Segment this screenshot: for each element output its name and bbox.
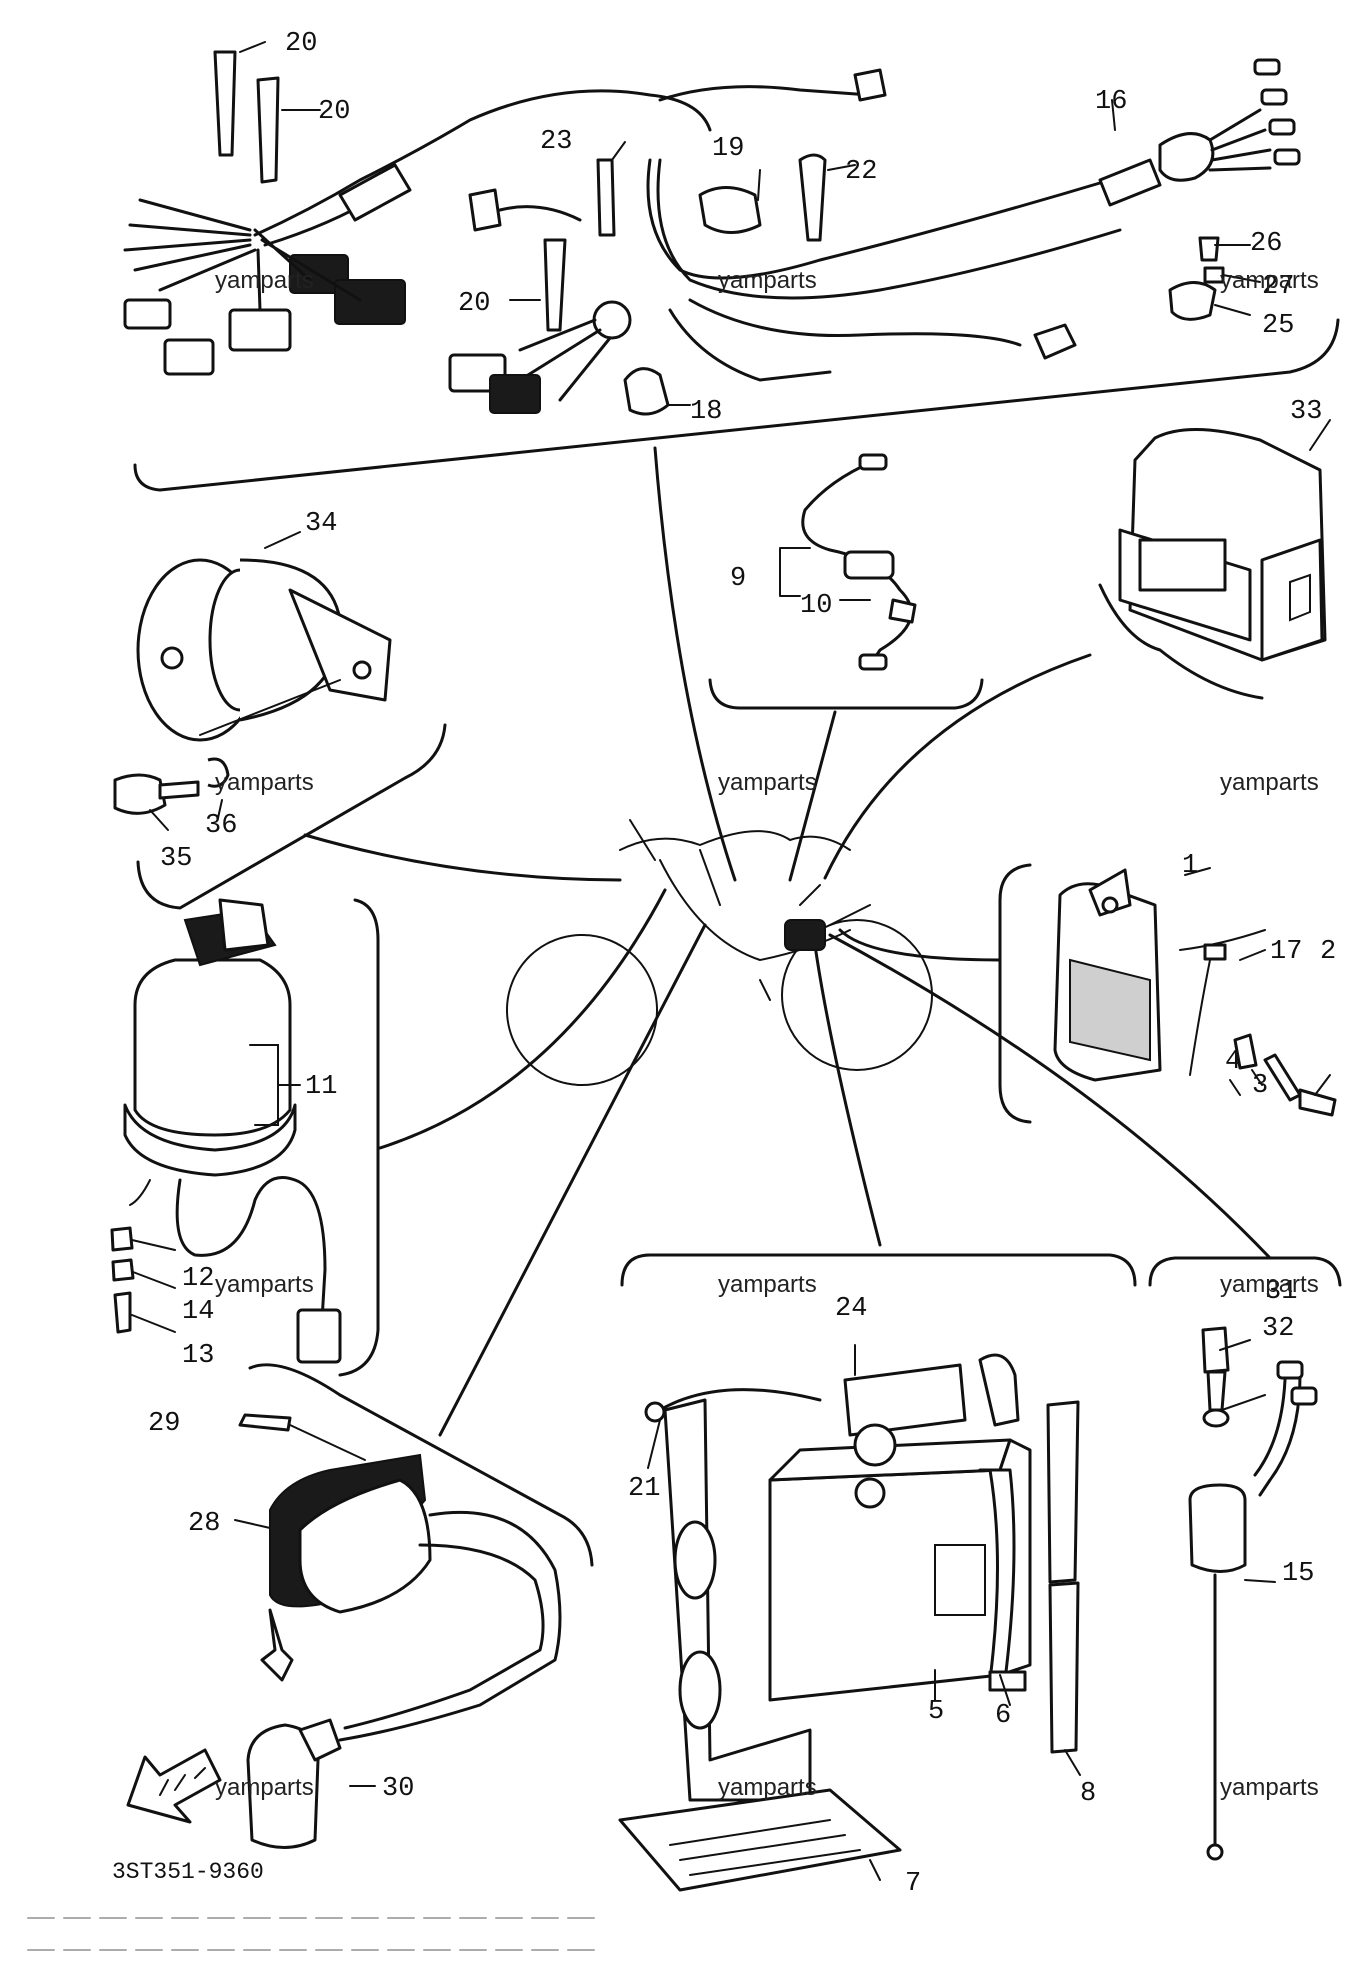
ignition-coil-assembly: [234, 1413, 562, 1849]
label-16: 16: [1095, 87, 1127, 117]
label-6: 6: [995, 1701, 1011, 1731]
watermark: yamparts: [215, 267, 314, 294]
forward-arrow-icon: [126, 1748, 222, 1824]
terminal-22: [798, 153, 827, 242]
igniter-assembly: [779, 453, 917, 671]
label-7: 7: [905, 1869, 921, 1899]
label-3: 3: [1252, 1071, 1268, 1101]
label-34: 34: [305, 509, 337, 539]
bolt-35: [113, 773, 167, 815]
label-19: 19: [712, 134, 744, 164]
watermark: yamparts: [215, 769, 314, 796]
label-13: 13: [182, 1341, 214, 1371]
terminal-20c: [543, 238, 567, 332]
clamp-19: [698, 186, 762, 234]
terminal-20a: [213, 50, 237, 157]
watermark: yamparts: [718, 769, 817, 796]
label-15: 15: [1282, 1559, 1314, 1589]
battery-assembly: [618, 1344, 1081, 1892]
bolt-26: [1198, 236, 1220, 262]
harness-sleeve: [338, 163, 412, 222]
switch-body-15: [1188, 1483, 1247, 1573]
watermark: yamparts: [1220, 267, 1319, 294]
scan-artifact: [27, 1917, 601, 1951]
clamp-18: [623, 367, 670, 416]
label-23: 23: [540, 127, 572, 157]
watermark: yamparts: [1220, 1271, 1319, 1298]
label-31: 31: [1265, 1277, 1297, 1307]
watermark: yamparts: [215, 1774, 314, 1801]
label-20a: 20: [285, 29, 317, 59]
battery-tray-7: [618, 1788, 902, 1892]
label-10: 10: [800, 591, 832, 621]
battery-5: [768, 1468, 1002, 1702]
label-22: 22: [845, 157, 877, 187]
watermark: yamparts: [215, 1271, 314, 1298]
main-switch-assembly: [110, 898, 342, 1364]
watermark: yamparts: [718, 1271, 817, 1298]
label-33: 33: [1290, 397, 1322, 427]
label-4: 4: [1225, 1047, 1241, 1077]
label-14: 14: [182, 1297, 214, 1327]
label-27: 27: [1262, 272, 1294, 302]
regulator-assembly: [1118, 419, 1331, 662]
group-brackets: [133, 318, 1342, 1567]
label-1: 1: [1182, 851, 1198, 881]
washer-36: [207, 757, 230, 788]
label-24: 24: [835, 1294, 867, 1324]
rectifier-assembly: [1053, 867, 1337, 1117]
label-29: 29: [148, 1409, 180, 1439]
tube-8b: [1048, 1581, 1080, 1754]
label-36: 36: [205, 811, 237, 841]
label-11: 11: [305, 1072, 337, 1102]
label-5: 5: [928, 1697, 944, 1727]
fuse-24: [843, 1363, 967, 1437]
label-9: 9: [730, 564, 746, 594]
label-21: 21: [628, 1474, 660, 1504]
neutral-switch-assembly: [1188, 1326, 1318, 1861]
label-18: 18: [690, 397, 722, 427]
label-35: 35: [160, 844, 192, 874]
label-26: 26: [1250, 229, 1282, 259]
watermark: yamparts: [1220, 769, 1319, 796]
label-17: 17: [1270, 937, 1302, 967]
watermark: yamparts: [718, 267, 817, 294]
label-20c: 20: [458, 289, 490, 319]
watermark: yamparts: [1220, 1774, 1319, 1801]
tube-23: [596, 158, 616, 237]
main-switch-coupler: [296, 1308, 342, 1364]
watermark: yamparts: [718, 1774, 817, 1801]
label-12: 12: [182, 1264, 214, 1294]
leader-lines: [303, 446, 1272, 1437]
wire-harness-assembly: [123, 41, 1301, 416]
harness-sleeve-right: [1098, 158, 1162, 207]
label-8: 8: [1080, 1779, 1096, 1809]
watermarks: yamparts yamparts yamparts yamparts yamp…: [215, 267, 1319, 1801]
label-32: 32: [1262, 1314, 1294, 1344]
motorcycle-outline: [506, 819, 933, 1086]
part-labels: 20 20 20 23 19 22 16 26 27 25 18 33 34 9…: [148, 29, 1336, 1899]
diagram-code: 3ST351-9360: [112, 1859, 264, 1885]
label-28: 28: [188, 1509, 220, 1539]
tube-8a: [1046, 1400, 1080, 1584]
label-25: 25: [1262, 311, 1294, 341]
terminal-20b: [256, 76, 280, 184]
horn-assembly: [113, 531, 392, 831]
bracket-25: [1168, 281, 1217, 321]
label-2: 2: [1320, 937, 1336, 967]
label-20b: 20: [318, 97, 350, 127]
label-30: 30: [382, 1774, 414, 1804]
